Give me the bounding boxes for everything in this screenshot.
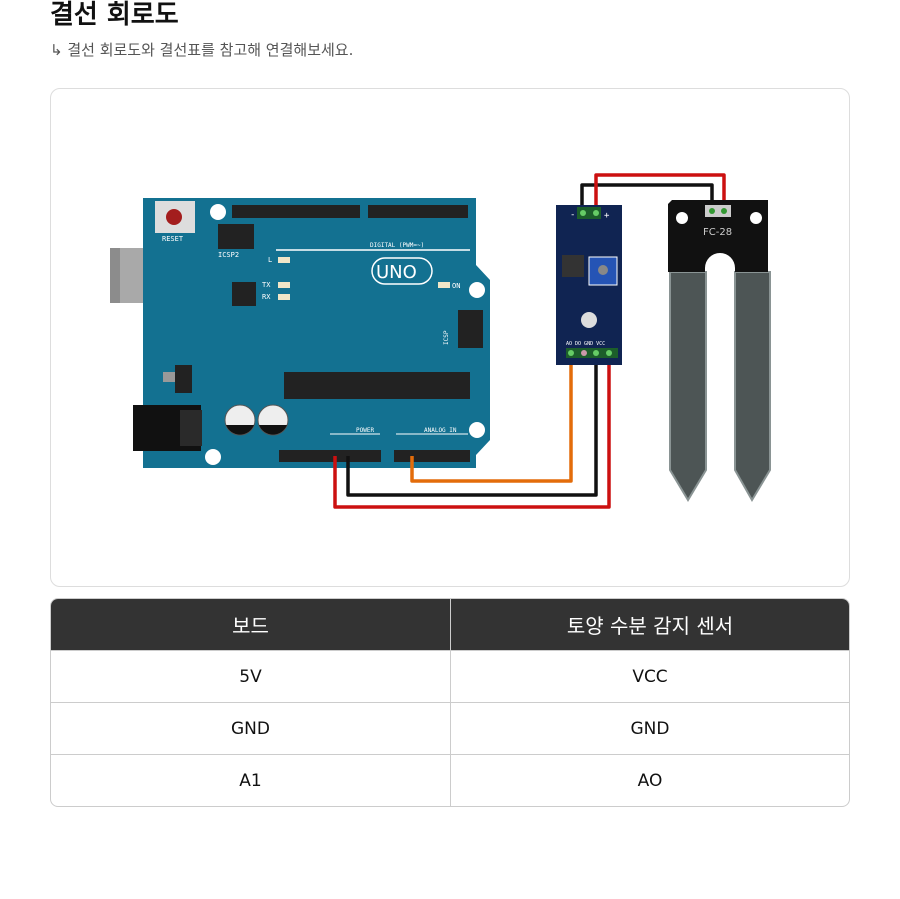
digital-header-2	[368, 205, 468, 218]
svg-text:UNO: UNO	[376, 262, 417, 283]
svg-text:ICSP: ICSP	[443, 330, 450, 345]
svg-text:RX: RX	[262, 293, 271, 301]
sensor-module: - + AO DO GND VCC	[556, 205, 622, 365]
svg-text:-: -	[570, 210, 575, 220]
probe-gnd-wire	[580, 183, 714, 213]
arduino-uno-board: RESET ICSP2 DIGITAL (PWM=~) UNO L TX RX …	[110, 198, 490, 468]
page-subtitle: ↳ 결선 회로도와 결선표를 참고해 연결해보세요.	[50, 41, 354, 59]
svg-text:TX: TX	[262, 281, 271, 289]
svg-text:DIGITAL (PWM=~): DIGITAL (PWM=~)	[370, 242, 424, 249]
svg-text:FC-28: FC-28	[703, 227, 732, 238]
gnd-wire	[346, 352, 598, 497]
microcontroller-chip	[284, 372, 470, 399]
wiring-diagram: RESET ICSP2 DIGITAL (PWM=~) UNO L TX RX …	[110, 173, 771, 509]
board-pin: A1	[51, 754, 450, 806]
column-header-board: 보드	[51, 599, 450, 650]
column-header-sensor: 토양 수분 감지 센서	[450, 599, 849, 650]
svg-text:POWER: POWER	[356, 427, 374, 434]
signal-wire	[410, 352, 573, 483]
probe-vcc-wire	[594, 173, 726, 213]
power-header	[279, 450, 381, 462]
board-pin: GND	[51, 702, 450, 754]
svg-text:+: +	[604, 211, 610, 221]
soil-probe: FC-28	[668, 200, 771, 502]
sensor-pin: GND	[450, 702, 849, 754]
svg-text:RESET: RESET	[162, 235, 184, 243]
svg-text:AO DO GND VCC: AO DO GND VCC	[566, 341, 605, 347]
digital-header-1	[232, 205, 360, 218]
wiring-diagram-card: RESET ICSP2 DIGITAL (PWM=~) UNO L TX RX …	[50, 88, 850, 587]
svg-text:ANALOG IN: ANALOG IN	[424, 427, 457, 434]
page-title: 결선 회로도	[50, 0, 179, 30]
svg-text:L: L	[268, 256, 272, 264]
svg-text:ON: ON	[452, 282, 460, 290]
vcc-wire	[333, 352, 611, 509]
sensor-pin: VCC	[450, 650, 849, 702]
wires	[333, 173, 726, 509]
board-pin: 5V	[51, 650, 450, 702]
sensor-pin: AO	[450, 754, 849, 806]
svg-text:ICSP2: ICSP2	[218, 251, 239, 259]
analog-header	[394, 450, 470, 462]
